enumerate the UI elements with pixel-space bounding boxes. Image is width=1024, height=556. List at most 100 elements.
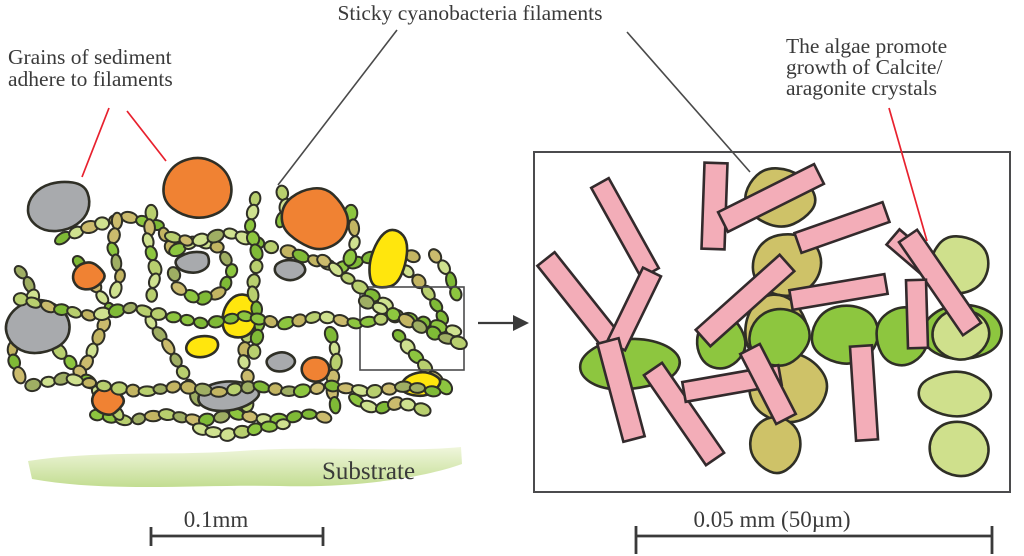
- calcite-crystals: [589, 161, 983, 468]
- filament-bead: [449, 335, 468, 351]
- sediment-grain-gray: [26, 180, 91, 233]
- filament-bead: [348, 235, 361, 251]
- filament-bead: [267, 382, 284, 396]
- annotations: Sticky cyanobacteria filaments Grains of…: [8, 1, 994, 554]
- label-algae-line2: growth of Calcite/: [786, 55, 942, 79]
- leader-line: [277, 29, 398, 186]
- filament-bead: [165, 380, 182, 394]
- calcite-crystal: [904, 278, 930, 350]
- sediment-grain-gray: [174, 250, 211, 274]
- filament-bead: [192, 316, 209, 330]
- filament-bead: [209, 385, 228, 398]
- label-grains-line2: adhere to filaments: [8, 67, 173, 91]
- pointer-line: [81, 107, 110, 178]
- filament-bead: [107, 227, 121, 245]
- filament-bead: [315, 410, 333, 424]
- filament-bead: [342, 248, 358, 267]
- filament-bead: [165, 311, 182, 324]
- filament-bead: [263, 315, 279, 329]
- filament-bead: [12, 366, 27, 385]
- algae-cell-light: [928, 420, 990, 478]
- filament-bead: [179, 313, 196, 327]
- filament-bead: [152, 383, 169, 395]
- sediment-grain-orange: [162, 156, 233, 220]
- scale-bars: [149, 526, 994, 554]
- calcite-crystal: [595, 336, 647, 444]
- calcite-crystal: [848, 343, 880, 443]
- filament-bead: [292, 383, 312, 399]
- filament-layer-front: [12, 190, 468, 399]
- filament-bead: [329, 352, 343, 372]
- filament-bead: [328, 396, 342, 415]
- filament-bead: [380, 382, 398, 396]
- calcite-crystal: [738, 342, 798, 426]
- filament-bead: [206, 228, 225, 244]
- filament-bead: [110, 381, 129, 396]
- filament-bead: [246, 343, 262, 360]
- calcite-crystal: [700, 161, 729, 251]
- left-illustration: Substrate: [4, 156, 468, 488]
- filament-bead: [109, 280, 123, 299]
- magnified-content: [535, 161, 1003, 478]
- filament-bead: [245, 203, 260, 221]
- label-grains-line1: Grains of sediment: [8, 45, 172, 69]
- filament-bead: [166, 266, 182, 283]
- calcite-crystal: [787, 272, 890, 312]
- filament-bead: [275, 418, 291, 431]
- filament-bead: [147, 272, 161, 289]
- filament-bead: [175, 364, 191, 380]
- pointer-line: [888, 107, 928, 242]
- filament-bead: [40, 375, 57, 388]
- leader-line: [626, 31, 751, 173]
- algae-cell-light: [917, 370, 993, 418]
- filament-bead: [24, 377, 42, 393]
- filament-bead: [95, 379, 112, 393]
- filament-bead: [249, 258, 264, 275]
- calcite-crystal: [716, 162, 826, 234]
- magnification-arrow-icon: [478, 315, 529, 331]
- sediment-grain-orange: [71, 261, 106, 291]
- calcite-crystal: [897, 227, 983, 338]
- algae-cell-olive: [748, 415, 802, 475]
- filament-bead: [260, 420, 279, 433]
- filament-bead: [424, 385, 442, 398]
- sediment-grain-yellow: [184, 334, 220, 359]
- filament-bead: [263, 240, 280, 255]
- filament-bead: [94, 216, 111, 231]
- label-sticky-filaments: Sticky cyanobacteria filaments: [337, 1, 602, 25]
- calcite-crystal: [792, 200, 892, 255]
- filament-bead: [237, 354, 251, 370]
- substrate-band: [28, 447, 462, 488]
- filament-bead: [145, 287, 159, 303]
- filament-bead: [318, 310, 336, 325]
- scale-bar-left: [149, 527, 325, 546]
- magnified-view: [533, 151, 1011, 493]
- sediment-grains: [4, 156, 442, 417]
- calcite-crystal: [693, 252, 797, 349]
- filament-bead: [150, 307, 167, 321]
- filament-bead: [81, 376, 98, 389]
- sediment-grain-yellow: [368, 228, 409, 289]
- filament-bead: [309, 381, 326, 395]
- filament-bead: [365, 383, 383, 399]
- filament-bead: [204, 426, 223, 439]
- sediment-grain-gray: [265, 351, 297, 373]
- sediment-grain-orange: [300, 355, 331, 383]
- leader-lines: [81, 29, 928, 242]
- label-algae-line1: The algae promote: [786, 34, 947, 58]
- filament-bead: [170, 281, 188, 296]
- filament-bead: [110, 211, 124, 231]
- filament-bead: [347, 218, 361, 238]
- filament-bead: [373, 312, 389, 326]
- sediment-grain-gray: [273, 258, 307, 282]
- calcite-crystal: [642, 360, 726, 468]
- filament-bead: [408, 382, 426, 394]
- label-algae-line3: aragonite crystals: [786, 76, 937, 100]
- filament-bead: [413, 402, 432, 417]
- filament-bead: [300, 408, 318, 420]
- scale-bar-right: [634, 526, 994, 554]
- filament-bead: [122, 301, 138, 315]
- substrate-label: Substrate: [322, 458, 415, 485]
